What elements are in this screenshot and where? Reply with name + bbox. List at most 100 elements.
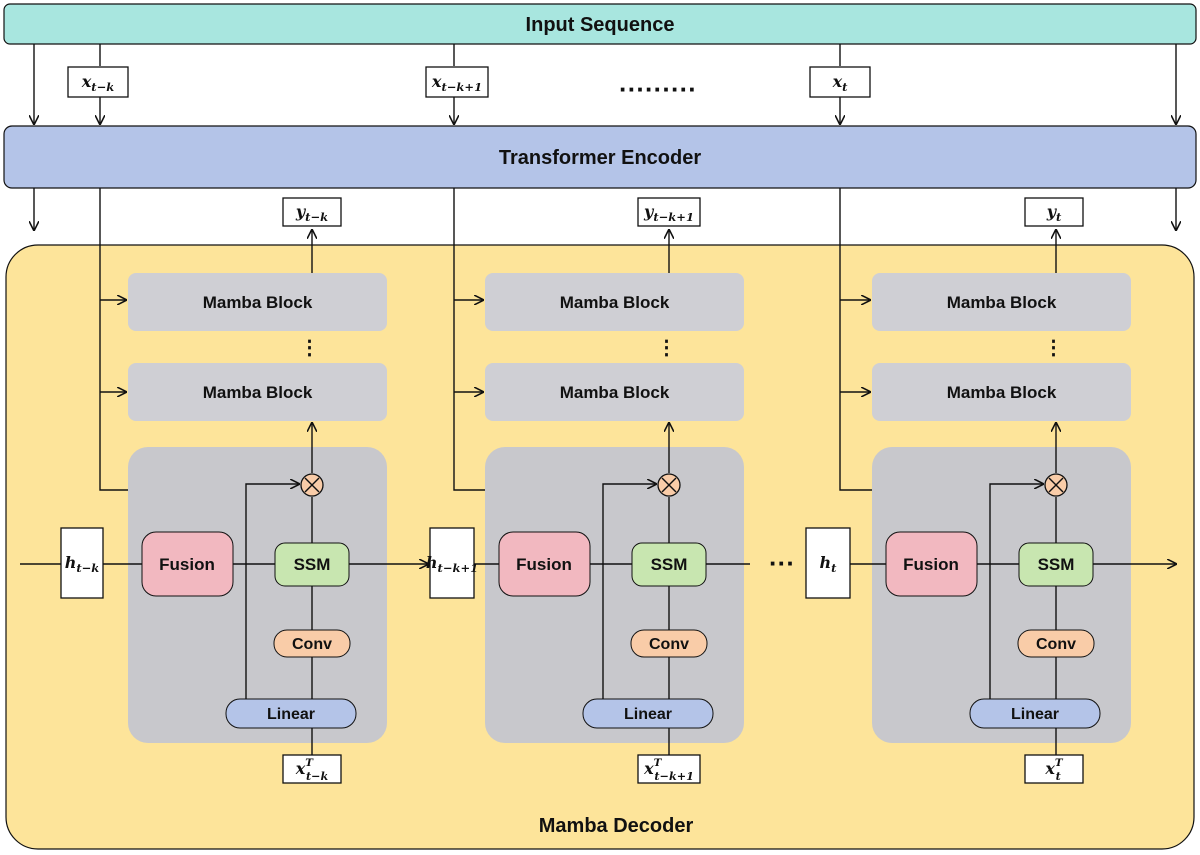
decoder-input-0-box <box>282 754 342 784</box>
input-token-1: xt−k+1 <box>431 72 482 94</box>
state-ellipsis: ··· <box>769 548 795 578</box>
ssm-label: SSM <box>651 555 688 574</box>
fusion-label: Fusion <box>159 555 215 574</box>
hidden-state-0: ht−k <box>65 553 100 575</box>
conv-label: Conv <box>1036 636 1076 653</box>
decoder-input-1-sup: T <box>654 757 663 769</box>
input-token-1-base: x <box>431 72 442 91</box>
mamba-block-top <box>128 273 387 331</box>
core-panel <box>128 447 387 743</box>
hidden-state-1-base: h <box>426 553 438 572</box>
hidden-state-1: ht−k+1 <box>426 553 478 575</box>
hidden-state-1-sub: t−k+1 <box>438 561 479 575</box>
linear-block <box>582 698 714 729</box>
mamba-block-top-label: Mamba Block <box>560 293 670 312</box>
hidden-state-2-base: h <box>820 553 832 572</box>
core-panel <box>485 447 744 743</box>
input-token-2-box <box>809 66 871 98</box>
decoder-input-1-base: x <box>643 759 654 778</box>
output-token-0: yt−k <box>295 202 328 224</box>
hidden-state-0-base: h <box>65 553 77 572</box>
mamba-block-bottom-label: Mamba Block <box>560 383 670 402</box>
mamba-block-bottom <box>485 363 744 421</box>
conv-block <box>273 629 351 658</box>
fusion-label: Fusion <box>516 555 572 574</box>
core-panel <box>872 447 1131 743</box>
output-token-1-sub: t−k+1 <box>653 210 694 224</box>
linear-block <box>225 698 357 729</box>
conv-block <box>630 629 708 658</box>
decoder-input-2-sup: T <box>1055 757 1064 769</box>
output-token-0-sub: t−k <box>305 210 328 224</box>
linear-block <box>969 698 1101 729</box>
skip-connection-line <box>602 484 656 700</box>
linear-label: Linear <box>267 706 315 723</box>
output-token-1-box <box>637 197 701 227</box>
vertical-dots: ⋮ <box>300 337 320 359</box>
input-token-0-base: x <box>81 72 92 91</box>
decoder-input-1-sub: t−k+1 <box>654 769 693 783</box>
conv-label: Conv <box>649 636 689 653</box>
input-token-0-box <box>67 66 129 98</box>
multiply-cross <box>304 477 320 493</box>
ssm-label: SSM <box>294 555 331 574</box>
output-token-1-base: y <box>643 202 655 221</box>
multiply-cross <box>661 477 677 493</box>
hidden-state-box-2 <box>805 527 851 599</box>
output-token-2-box <box>1024 197 1084 227</box>
decoder-input-2-box <box>1024 754 1084 784</box>
mamba-block-top <box>872 273 1131 331</box>
input-token-0: xt−k <box>81 72 115 94</box>
input-sequence-bar <box>3 3 1197 45</box>
input-sequence-label: Input Sequence <box>526 14 675 36</box>
output-token-2-base: y <box>1046 202 1058 221</box>
mamba-block-top <box>485 273 744 331</box>
decoder-label: Mamba Decoder <box>539 815 694 837</box>
input-token-2-base: x <box>832 72 843 91</box>
output-token-2: yt <box>1046 202 1062 224</box>
hidden-state-2-sub: t <box>831 561 837 575</box>
mamba-block-bottom-label: Mamba Block <box>203 383 313 402</box>
skip-connection-line <box>245 484 299 700</box>
multiply-cross <box>1048 477 1064 493</box>
decoder-input-1-box <box>637 754 701 784</box>
output-token-1: yt−k+1 <box>643 202 694 224</box>
input-token-0-sub: t−k <box>91 80 114 94</box>
output-token-0-box <box>282 197 342 227</box>
transformer-encoder-bar <box>3 125 1197 189</box>
linear-label: Linear <box>624 706 672 723</box>
hidden-state-2: ht <box>820 553 838 575</box>
decoder-input-0-sub: t−k <box>306 769 329 783</box>
input-token-1-sub: t−k+1 <box>441 80 482 94</box>
output-token-0-base: y <box>295 202 307 221</box>
mamba-block-bottom-label: Mamba Block <box>947 383 1057 402</box>
fusion-label: Fusion <box>903 555 959 574</box>
decoder-input-0-sup: T <box>305 757 314 769</box>
decoder-input-0-base: x <box>295 759 306 778</box>
linear-label: Linear <box>1011 706 1059 723</box>
conv-label: Conv <box>292 636 332 653</box>
conv-block <box>1017 629 1095 658</box>
input-token-2: xt <box>832 72 849 94</box>
vertical-dots: ⋮ <box>1044 337 1064 359</box>
decoder-input-2-sub: t <box>1056 769 1062 783</box>
transformer-encoder-label: Transformer Encoder <box>499 147 702 169</box>
mamba-block-bottom <box>872 363 1131 421</box>
mamba-block-bottom <box>128 363 387 421</box>
hidden-state-0-sub: t−k <box>76 561 99 575</box>
skip-connection-line <box>989 484 1043 700</box>
mamba-block-top-label: Mamba Block <box>203 293 313 312</box>
output-token-2-sub: t <box>1056 210 1062 224</box>
decoder-input-2-base: x <box>1044 759 1055 778</box>
mamba-block-top-label: Mamba Block <box>947 293 1057 312</box>
ssm-label: SSM <box>1038 555 1075 574</box>
hidden-state-box-1 <box>429 527 475 599</box>
input-ellipsis: ········· <box>619 74 697 104</box>
input-token-2-sub: t <box>842 80 848 94</box>
